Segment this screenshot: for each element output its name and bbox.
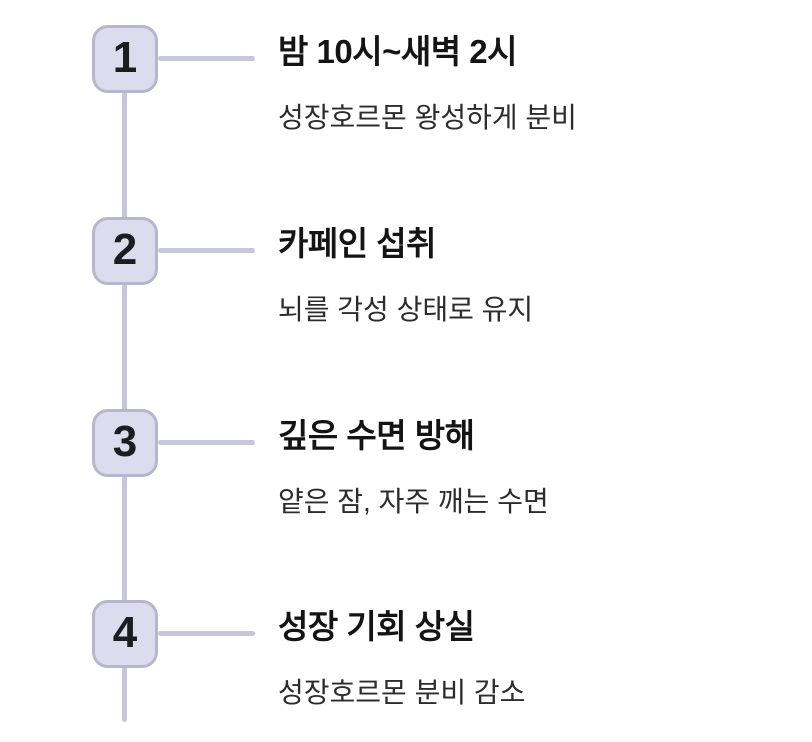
connector-line [158,631,255,636]
step-number-box: 3 [92,409,158,477]
step-number: 4 [112,608,138,657]
step-subtitle: 성장호르몬 분비 감소 [278,677,526,708]
connector-line [158,440,255,445]
timeline-step-3: 3 깊은 수면 방해 얕은 잠, 자주 깨는 수면 [0,409,812,549]
timeline-spine-line [122,60,127,722]
step-title: 카페인 섭취 [278,225,436,262]
timeline-step-4: 4 성장 기회 상실 성장호르몬 분비 감소 [0,600,812,740]
step-number-box: 1 [92,25,158,93]
step-number: 1 [112,33,138,82]
step-title: 밤 10시~새벽 2시 [278,33,517,70]
step-number-box: 2 [92,217,158,285]
step-subtitle: 성장호르몬 왕성하게 분비 [278,102,577,133]
step-number: 3 [112,417,138,466]
step-title: 성장 기회 상실 [278,608,475,645]
step-number: 2 [112,225,138,274]
step-subtitle: 얕은 잠, 자주 깨는 수면 [278,486,549,517]
timeline-step-1: 1 밤 10시~새벽 2시 성장호르몬 왕성하게 분비 [0,25,812,165]
step-title: 깊은 수면 방해 [278,417,475,454]
timeline-step-2: 2 카페인 섭취 뇌를 각성 상태로 유지 [0,217,812,357]
connector-line [158,56,255,61]
connector-line [158,248,255,253]
step-number-box: 4 [92,600,158,668]
step-subtitle: 뇌를 각성 상태로 유지 [278,294,534,325]
